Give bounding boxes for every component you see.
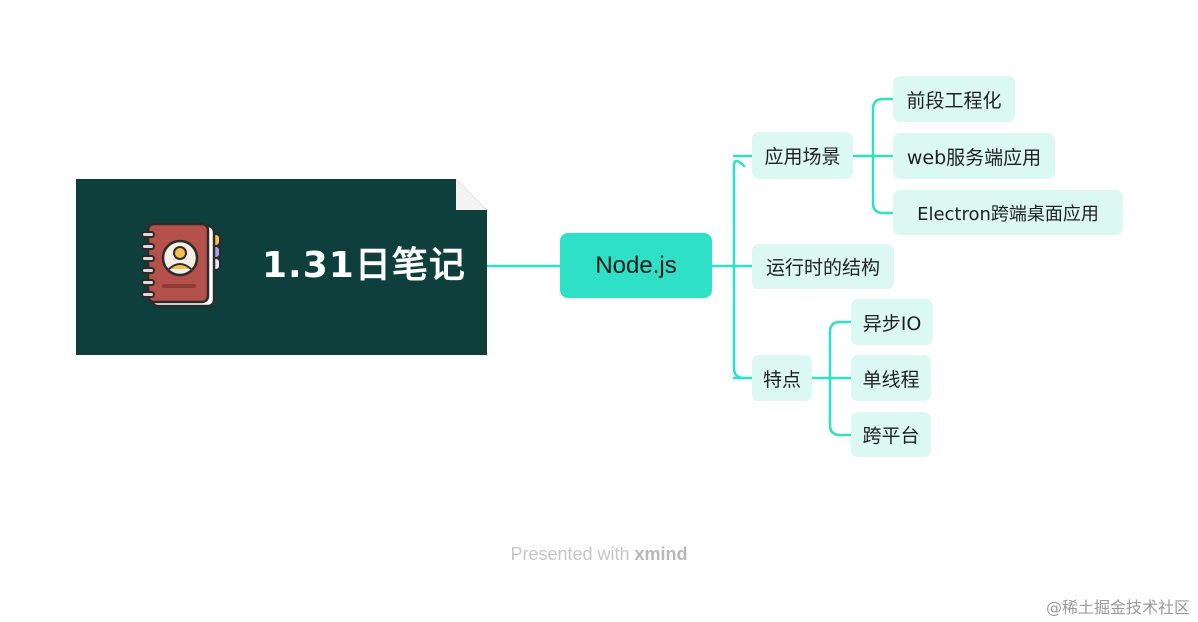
- subtopic-web-server-application[interactable]: web服务端应用: [893, 133, 1055, 179]
- topic-runtime-structure[interactable]: 运行时的结构: [752, 244, 894, 289]
- subtopic-electron-desktop-application[interactable]: Electron跨端桌面应用: [893, 190, 1123, 235]
- xmind-brand: xmind: [634, 544, 688, 564]
- subtopic-cross-platform[interactable]: 跨平台: [851, 412, 931, 457]
- subtopic-async-io[interactable]: 异步IO: [851, 299, 933, 345]
- topic-features[interactable]: 特点: [752, 355, 812, 401]
- main-topic-nodejs[interactable]: Node.js: [560, 233, 712, 298]
- presented-with-text: Presented with: [510, 544, 630, 564]
- central-topic-title: 1.31日笔记: [262, 245, 466, 286]
- topic-application-scenarios[interactable]: 应用场景: [752, 132, 853, 179]
- notebook-icon: [141, 222, 221, 308]
- connector-branch-trunk: [732, 159, 746, 380]
- presented-with-footer: Presented with xmind: [0, 544, 1198, 565]
- subtopic-single-thread[interactable]: 单线程: [851, 355, 931, 401]
- subtopic-frontend-engineering[interactable]: 前段工程化: [893, 76, 1015, 122]
- source-credit: @稀土掘金技术社区: [1045, 598, 1190, 617]
